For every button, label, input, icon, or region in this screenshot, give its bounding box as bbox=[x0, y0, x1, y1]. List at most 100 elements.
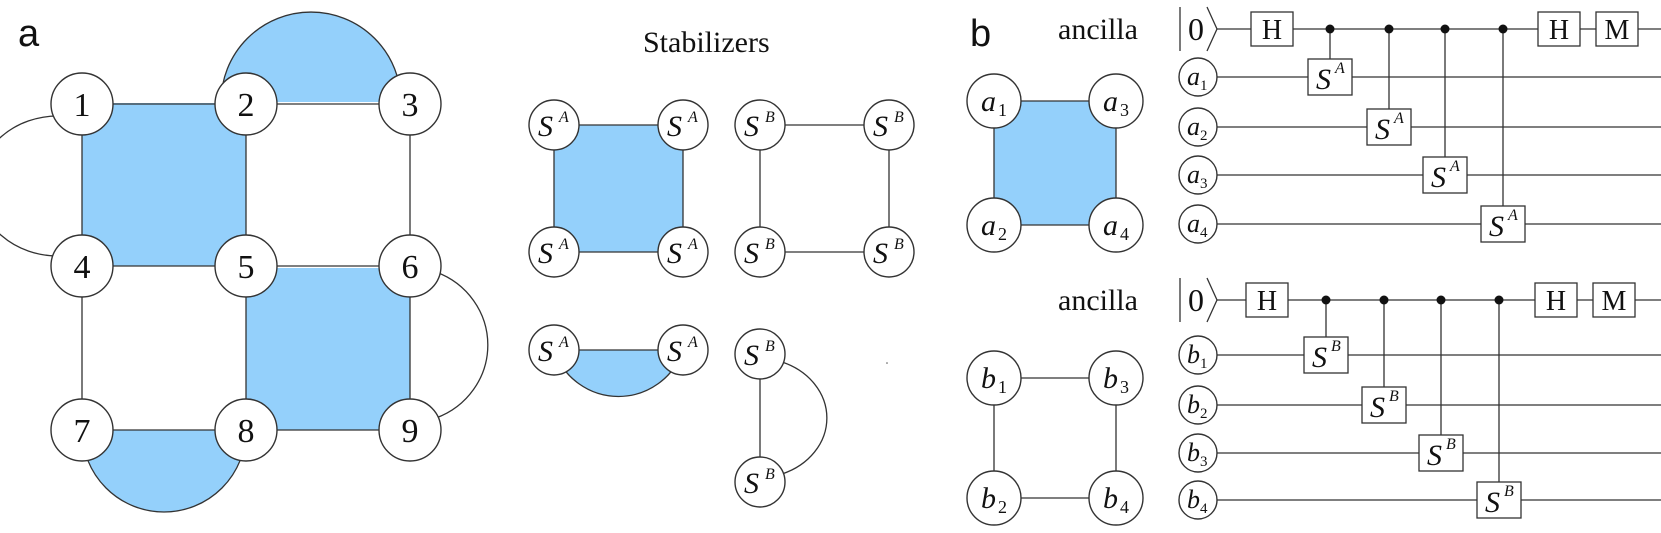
stabilizer-superscript: A bbox=[687, 109, 698, 126]
controlled-gate-superscript: A bbox=[1393, 110, 1404, 127]
ket-zero: 0 bbox=[1188, 11, 1204, 47]
stabilizer-node-circle bbox=[734, 99, 786, 151]
lattice-node-3: 3 bbox=[378, 72, 442, 136]
wire-qubit-subscript: 1 bbox=[1200, 78, 1208, 94]
panel-a-label: a bbox=[18, 13, 40, 55]
qubit-node-circle bbox=[966, 350, 1022, 406]
stabilizer-superscript: B bbox=[765, 109, 775, 126]
controlled-gate-superscript: B bbox=[1446, 436, 1456, 453]
measure-gate-label: M bbox=[1605, 15, 1630, 46]
stabilizer-a-half-fill bbox=[554, 350, 683, 397]
hadamard-gate-final: H bbox=[1537, 11, 1581, 47]
stabilizer-node-circle bbox=[734, 328, 786, 380]
qubit-symbol: b bbox=[981, 482, 996, 515]
arc-2-3 bbox=[220, 11, 402, 103]
controlled-gate-box bbox=[1361, 386, 1407, 424]
hadamard-gate: H bbox=[1245, 282, 1289, 318]
qubit-node-circle bbox=[1088, 73, 1144, 129]
ket-right-angle bbox=[1206, 277, 1218, 323]
plaquette-5-6-8-9 bbox=[246, 268, 410, 430]
controlled-gate-symbol: S bbox=[1316, 63, 1331, 96]
stabilizer-symbol: S bbox=[744, 110, 759, 143]
wire-qubit-subscript: 4 bbox=[1200, 225, 1208, 241]
wire-qubit-subscript: 3 bbox=[1200, 454, 1208, 470]
qubit-node-circle bbox=[966, 470, 1022, 526]
wire-qubit-symbol: b bbox=[1187, 390, 1200, 419]
measure-gate: M bbox=[1592, 282, 1636, 318]
stabilizer-symbol: S bbox=[667, 237, 682, 270]
hadamard-gate-final-label: H bbox=[1549, 15, 1569, 46]
wire-qubit-circle bbox=[1178, 335, 1218, 375]
wire-qubit-symbol: a bbox=[1187, 112, 1200, 141]
stabilizer-node-circle bbox=[863, 226, 915, 278]
stab-b-half-arc bbox=[781, 361, 828, 475]
stabilizer-superscript: B bbox=[765, 338, 775, 355]
wire-qubit-circle bbox=[1178, 57, 1218, 97]
control-dot bbox=[1494, 295, 1504, 305]
stabilizer-symbol: S bbox=[538, 335, 553, 368]
hadamard-gate-final-box bbox=[1534, 282, 1578, 318]
controlled-gate-box bbox=[1303, 336, 1349, 374]
qubit-node-circle bbox=[1088, 197, 1144, 253]
wire-qubit-circle bbox=[1178, 433, 1218, 473]
wire-qubit-symbol: b bbox=[1187, 438, 1200, 467]
control-dot bbox=[1379, 295, 1389, 305]
hadamard-gate-final-box bbox=[1537, 11, 1581, 47]
control-dot bbox=[1384, 24, 1394, 34]
qubit-symbol: b bbox=[981, 362, 996, 395]
hadamard-gate-final-label: H bbox=[1546, 286, 1566, 317]
qubit-symbol: b bbox=[1103, 482, 1118, 515]
ket-right-angle bbox=[1206, 6, 1218, 52]
lattice-node-label: 5 bbox=[238, 249, 255, 286]
qubit-symbol: b bbox=[1103, 362, 1118, 395]
lattice-node-label: 9 bbox=[402, 413, 419, 450]
lattice-node-2: 2 bbox=[214, 72, 278, 136]
controlled-gate-symbol: S bbox=[1431, 161, 1446, 194]
measure-gate: M bbox=[1595, 11, 1639, 47]
qubit-symbol: a bbox=[1103, 85, 1118, 118]
lattice-node-circle bbox=[378, 234, 442, 298]
wire-qubit-subscript: 3 bbox=[1200, 176, 1208, 192]
arc-1-4 bbox=[0, 115, 59, 257]
controlled-gate-box bbox=[1307, 58, 1353, 96]
stabilizer-superscript: B bbox=[765, 236, 775, 253]
controlled-gate-box bbox=[1422, 156, 1468, 194]
lattice-node-circle bbox=[50, 72, 114, 136]
qubit-symbol: a bbox=[981, 85, 996, 118]
controlled-gate-symbol: S bbox=[1489, 210, 1504, 243]
lattice-node-label: 3 bbox=[402, 87, 419, 124]
stray-dot bbox=[886, 362, 888, 364]
lattice-node-4: 4 bbox=[50, 234, 114, 298]
measure-gate-label: M bbox=[1602, 286, 1627, 317]
qubit-node-circle bbox=[1088, 350, 1144, 406]
stabilizer-symbol: S bbox=[538, 237, 553, 270]
stabilizer-superscript: B bbox=[765, 466, 775, 483]
wire-qubit-symbol: a bbox=[1187, 62, 1200, 91]
qubit-subscript: 1 bbox=[998, 100, 1007, 120]
ancilla-label: ancilla bbox=[1058, 284, 1138, 317]
stabilizer-superscript: A bbox=[687, 334, 698, 351]
stabilizer-superscript: A bbox=[687, 236, 698, 253]
